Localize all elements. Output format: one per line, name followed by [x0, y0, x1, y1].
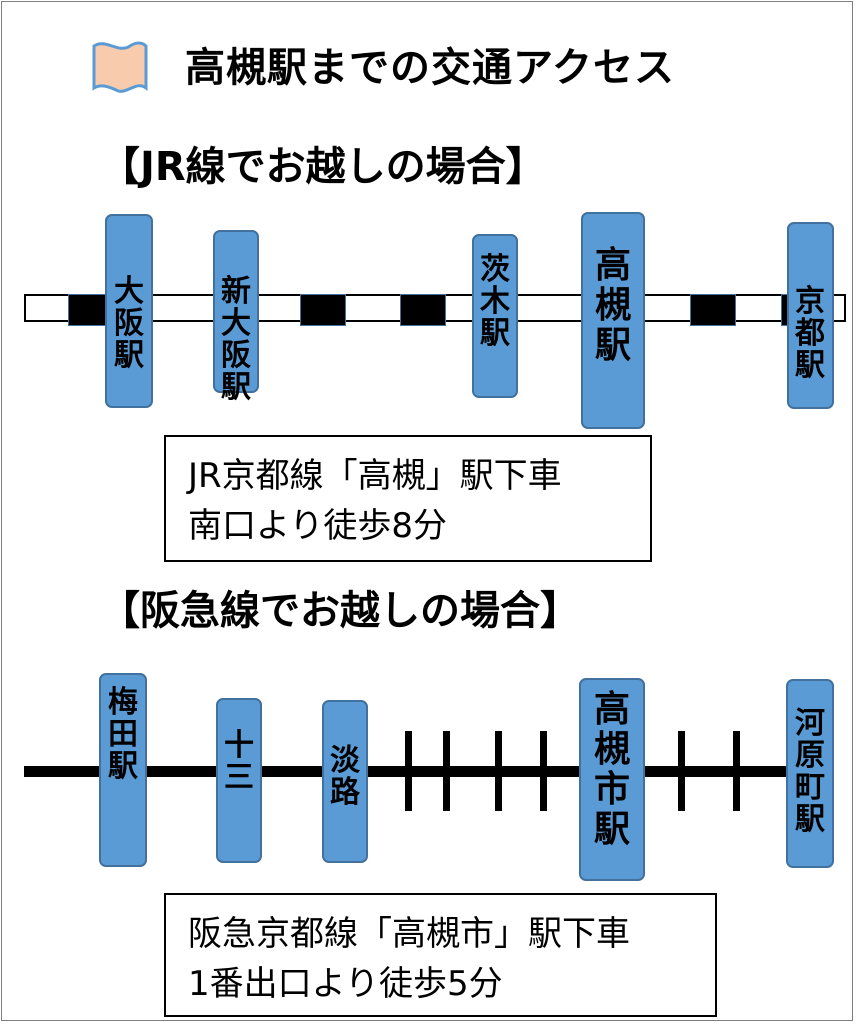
jr-track-mark	[400, 294, 446, 326]
jr-info-line-2: 南口より徒歩8分	[188, 506, 447, 546]
jr-track-mark	[300, 294, 346, 326]
station-shin-osaka	[213, 230, 259, 393]
station-label-kyoto: 京 都 駅	[795, 284, 825, 383]
hankyu-track-tick	[678, 731, 685, 811]
station-label-kawaramachi: 河 原 町 駅	[795, 706, 825, 837]
station-kawaramachi	[786, 679, 834, 868]
station-label-shin-osaka: 新 大 阪 駅	[221, 274, 251, 405]
hankyu-track-tick	[733, 731, 740, 811]
station-juso	[216, 698, 262, 863]
station-label-takatsukishi: 高 槻 市 駅	[593, 689, 630, 850]
hankyu-heading: 【阪急線でお越しの場合】	[100, 588, 580, 634]
station-label-awaji: 淡 路	[330, 743, 360, 810]
station-label-takatsuki: 高 槻 駅	[594, 245, 631, 366]
station-awaji	[322, 700, 368, 863]
hankyu-track-tick	[443, 731, 450, 811]
hankyu-track-tick	[540, 731, 547, 811]
flag-icon	[92, 41, 148, 93]
station-osaka	[105, 214, 153, 408]
hankyu-info-line-2: 1番出口より徒歩5分	[188, 964, 503, 1004]
station-label-juso: 十 三	[224, 728, 254, 795]
station-ibaraki	[472, 234, 518, 398]
jr-track-mark	[690, 294, 736, 326]
station-takatsukishi	[579, 678, 645, 881]
jr-info-line-1: JR京都線「高槻」駅下車	[188, 456, 562, 496]
hankyu-track-tick	[405, 731, 412, 811]
hankyu-track-tick	[495, 731, 502, 811]
station-takatsuki	[581, 212, 645, 429]
jr-access-info: JR京都線「高槻」駅下車 南口より徒歩8分	[164, 435, 652, 562]
page-title: 高槻駅までの交通アクセス	[185, 45, 675, 91]
station-label-ibaraki: 茨 木 駅	[480, 252, 510, 351]
station-label-umeda: 梅 田 駅	[108, 685, 138, 784]
hankyu-access-info: 阪急京都線「高槻市」駅下車 1番出口より徒歩5分	[164, 893, 717, 1017]
hankyu-info-line-1: 阪急京都線「高槻市」駅下車	[188, 914, 630, 954]
jr-heading: 【JR線でお越しの場合】	[100, 144, 546, 190]
station-kyoto	[787, 222, 834, 409]
station-label-osaka: 大 阪 駅	[114, 274, 144, 373]
station-umeda	[99, 673, 147, 867]
